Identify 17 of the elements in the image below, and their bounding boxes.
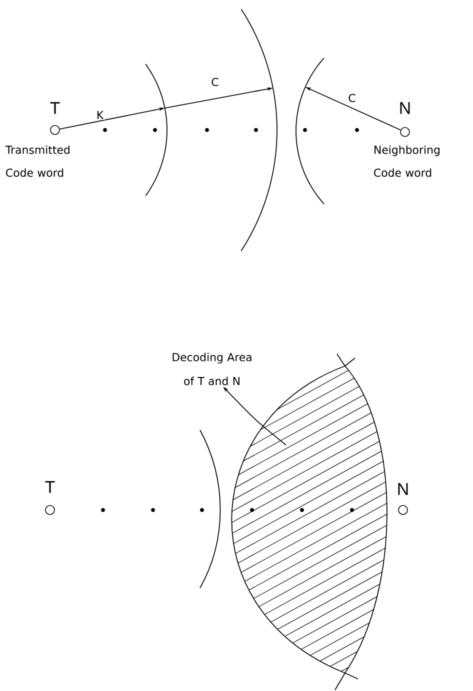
area-caption: Decoding Area of T and N	[172, 352, 252, 386]
point-caption: Transmitted Code word	[5, 145, 70, 177]
code-word-point: T	[45, 481, 55, 515]
code-word-point: N	[400, 102, 410, 137]
node-label: T	[45, 481, 55, 493]
node-label: T	[50, 102, 60, 114]
edge-label: K	[95, 110, 105, 120]
point-caption: Neighboring Code word	[374, 145, 440, 177]
arc	[296, 58, 324, 204]
code-word-point: T	[50, 102, 60, 135]
node-label: N	[400, 102, 410, 114]
edge-label: C	[210, 76, 220, 88]
code-word-point: N	[398, 483, 408, 515]
arc	[145, 64, 168, 196]
node-label: N	[398, 483, 408, 495]
arc	[240, 8, 278, 252]
edge-label: C	[347, 92, 357, 104]
